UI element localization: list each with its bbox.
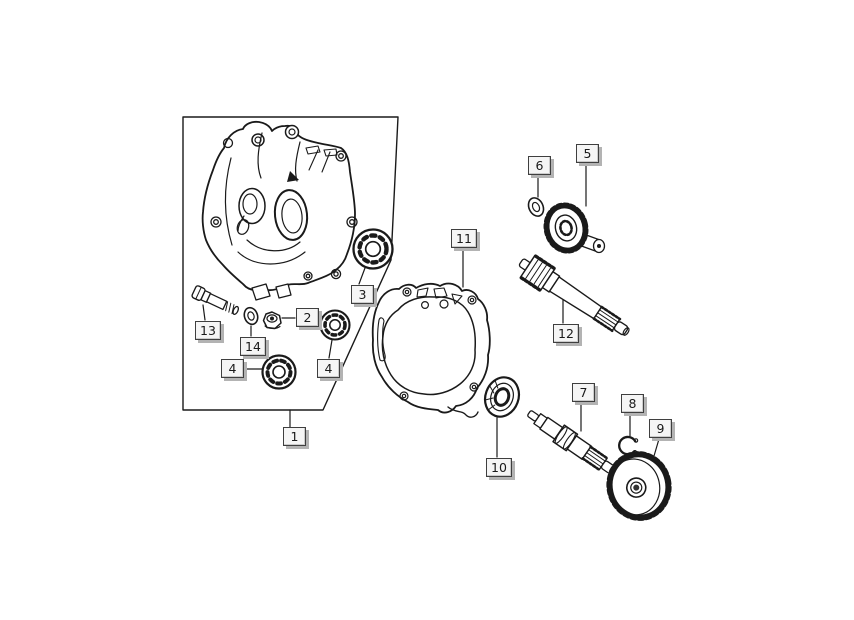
part-gasket-11 <box>371 282 491 418</box>
callout-12[interactable]: 12 <box>553 324 579 343</box>
leader-lines <box>202 163 660 458</box>
callout-2[interactable]: 2 <box>296 308 319 327</box>
part-bolt-13 <box>191 285 240 316</box>
part-bearing-3 <box>352 228 394 270</box>
callout-10[interactable]: 10 <box>486 458 512 477</box>
callout-4-right[interactable]: 4 <box>317 359 340 378</box>
part-shaft-7 <box>527 410 616 475</box>
callout-4-left[interactable]: 4 <box>221 359 244 378</box>
part-gear-5 <box>543 202 606 254</box>
callout-11[interactable]: 11 <box>451 229 477 248</box>
callout-1[interactable]: 1 <box>283 427 306 446</box>
vent-marker <box>287 171 299 182</box>
callout-14[interactable]: 14 <box>240 337 266 356</box>
callout-8[interactable]: 8 <box>621 394 644 413</box>
part-washer-6 <box>527 197 545 217</box>
callout-3[interactable]: 3 <box>351 285 374 304</box>
part-washer-14 <box>243 306 259 326</box>
callout-7[interactable]: 7 <box>572 383 595 402</box>
part-shaft-12 <box>518 254 630 336</box>
part-oil-seal-10 <box>483 376 521 418</box>
part-gear-9 <box>606 451 672 521</box>
callout-6[interactable]: 6 <box>528 156 551 175</box>
callout-5[interactable]: 5 <box>576 144 599 163</box>
part-nut-2 <box>262 311 282 330</box>
callout-9[interactable]: 9 <box>649 419 672 438</box>
part-bearing-4-right <box>319 309 351 341</box>
assembly-box-outline <box>182 116 399 411</box>
part-bearing-4-left <box>261 354 297 390</box>
part-gearbox-cover <box>201 120 358 301</box>
callout-13[interactable]: 13 <box>195 321 221 340</box>
